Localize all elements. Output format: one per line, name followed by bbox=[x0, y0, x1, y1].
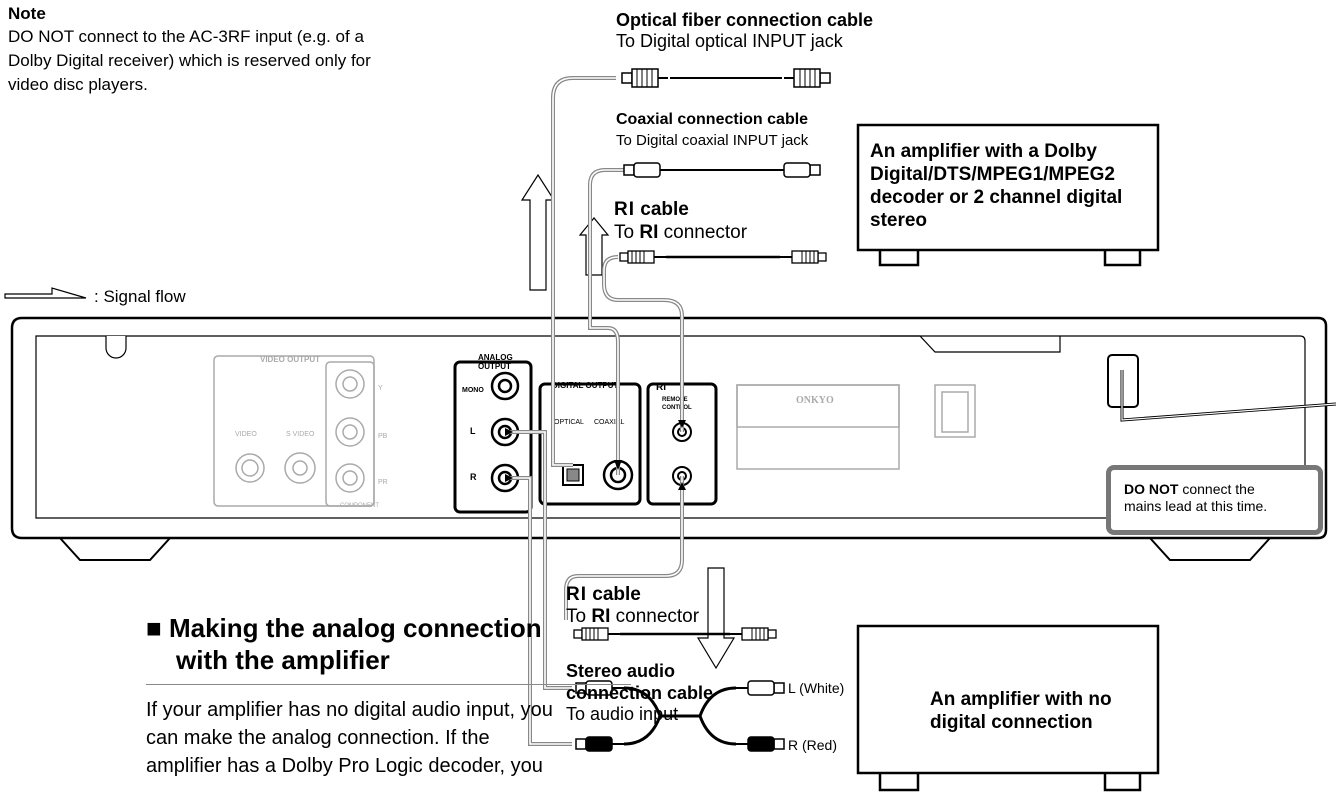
note-body-line-1: DO NOT connect to the AC-3RF input (e.g.… bbox=[8, 27, 364, 46]
ri-cable-bottom-title: RI cable bbox=[566, 584, 641, 605]
note-body-line-3: video disc players. bbox=[8, 75, 148, 94]
section-body: If your amplifier has no digital audio i… bbox=[146, 699, 553, 777]
note-body-line-2: Dolby Digital receiver) which is reserve… bbox=[8, 51, 371, 70]
svg-text:MONO: MONO bbox=[462, 387, 484, 394]
svg-text:OPTICAL: OPTICAL bbox=[554, 419, 584, 426]
svg-text:PR: PR bbox=[378, 479, 388, 486]
stereo-cable bbox=[575, 680, 785, 752]
svg-text:S VIDEO: S VIDEO bbox=[286, 431, 315, 438]
amplifier-analog bbox=[856, 624, 1160, 775]
section-divider bbox=[146, 684, 631, 685]
svg-text:COAXIAL: COAXIAL bbox=[594, 419, 624, 426]
amp-digital-label: An amplifier with a Dolby Digital/DTS/MP… bbox=[870, 141, 1123, 231]
stereo-left-label: L (White) bbox=[788, 680, 845, 696]
ri-cable-top-title: RI cable bbox=[614, 199, 689, 220]
svg-text:Y: Y bbox=[378, 385, 383, 392]
stereo-cable-title-1: Stereo audio bbox=[566, 661, 676, 681]
ri-cable-bottom-subtitle: To RI connector bbox=[566, 606, 700, 627]
down-flow-arrow-icon bbox=[696, 567, 736, 670]
stereo-right-label: R (Red) bbox=[788, 737, 838, 753]
svg-text:L: L bbox=[470, 426, 476, 436]
up-flow-arrow-icon bbox=[520, 173, 556, 291]
coaxial-cable bbox=[623, 162, 821, 178]
video-output-label: VIDEO OUTPUT bbox=[260, 355, 320, 364]
svg-text:R: R bbox=[470, 472, 477, 482]
brand-logo: ONKYO bbox=[796, 395, 834, 406]
optical-cable-title: Optical fiber connection cable bbox=[616, 10, 874, 30]
amp-analog-label: An amplifier with no digital connection bbox=[930, 689, 1112, 733]
ri-cable-top-subtitle: To RI connector bbox=[614, 222, 748, 243]
coaxial-cable-subtitle: To Digital coaxial INPUT jack bbox=[616, 132, 809, 149]
svg-text:COMPONENT: COMPONENT bbox=[340, 503, 379, 509]
signal-flow-label: : Signal flow bbox=[94, 287, 186, 306]
digital-output-group bbox=[538, 382, 642, 506]
svg-text:RI: RI bbox=[656, 382, 666, 393]
note-title: Note bbox=[8, 4, 46, 23]
stereo-cable-title-2: connection cable bbox=[566, 683, 714, 703]
svg-text:VIDEO: VIDEO bbox=[235, 431, 257, 438]
video-output-group bbox=[213, 355, 375, 507]
square-bullet-icon: ■ bbox=[146, 613, 162, 643]
amplifier-digital bbox=[856, 123, 1160, 252]
stereo-cable-subtitle: To audio input bbox=[566, 704, 679, 724]
ri-cable-top bbox=[619, 250, 827, 264]
svg-text:DIGITAL OUTPUT: DIGITAL OUTPUT bbox=[552, 381, 618, 390]
svg-text:PB: PB bbox=[378, 433, 388, 440]
signal-flow-arrow-icon bbox=[4, 287, 87, 299]
svg-text:ANALOG: ANALOG bbox=[478, 353, 513, 362]
section-heading: ■ Making the analog connection with the … bbox=[146, 613, 542, 675]
svg-text:CONTROL: CONTROL bbox=[662, 405, 692, 411]
svg-text:OUTPUT: OUTPUT bbox=[478, 362, 511, 371]
svg-text:REMOTE: REMOTE bbox=[662, 397, 688, 403]
mains-warning-box: DO NOT connect the mains lead at this ti… bbox=[1106, 465, 1323, 535]
coaxial-cable-title: Coaxial connection cable bbox=[616, 111, 809, 128]
ri-cable-bottom bbox=[573, 627, 777, 641]
up-flow-arrow-small-icon bbox=[578, 217, 610, 276]
optical-cable bbox=[621, 68, 831, 88]
optical-cable-subtitle: To Digital optical INPUT jack bbox=[616, 31, 843, 51]
analog-output-group bbox=[453, 360, 533, 514]
